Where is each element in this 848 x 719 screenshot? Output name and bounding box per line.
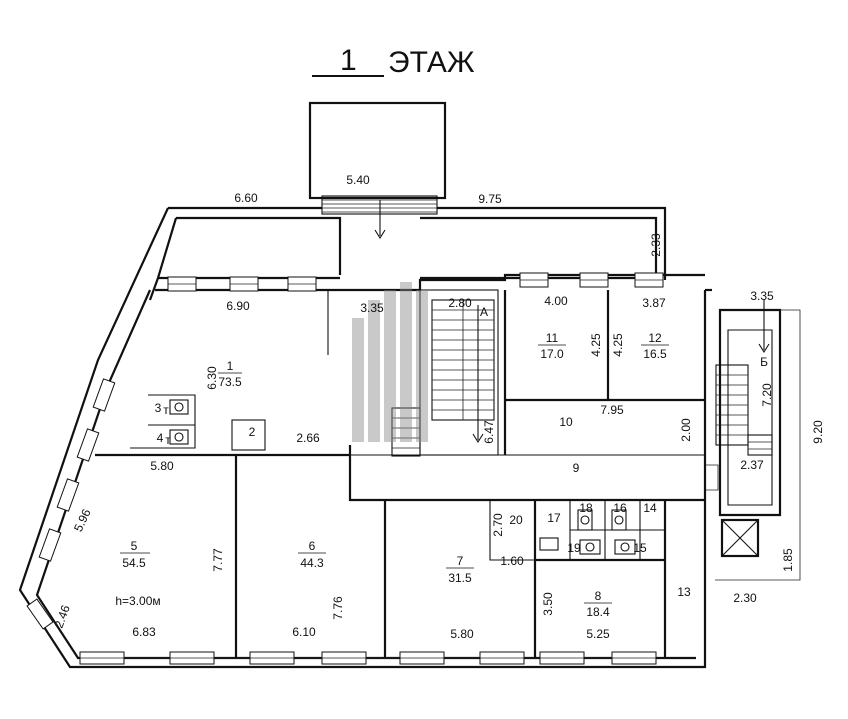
dim-1-60: 1.60: [500, 554, 524, 568]
dim-2-46: 2.46: [52, 603, 73, 630]
dim-9-75: 9.75: [478, 192, 502, 206]
dim-6-10: 6.10: [292, 625, 316, 639]
dim-2-33: 2.33: [649, 233, 663, 257]
room-7-number: 7: [457, 554, 464, 568]
windows-top: [167, 272, 664, 292]
dim-6-47: 6.47: [482, 420, 496, 444]
dim-2-70: 2.70: [491, 513, 505, 537]
room-5-number: 5: [131, 539, 138, 553]
title-floor-label: ЭТАЖ: [388, 46, 475, 79]
room-16-number: 16: [613, 501, 627, 515]
room-18-number: 18: [579, 501, 593, 515]
dim-5-25: 5.25: [586, 627, 610, 641]
room-8-area: 18.4: [586, 605, 610, 619]
room-1-area: 73.5: [218, 375, 242, 389]
dim-3-87: 3.87: [642, 296, 666, 310]
sanitary-fixtures: [169, 399, 636, 555]
dim-5-40: 5.40: [346, 173, 370, 187]
dim-7-95: 7.95: [600, 403, 624, 417]
entrance-annex: [308, 101, 447, 240]
windows-left: [26, 378, 116, 630]
stair-b: [705, 300, 801, 581]
watermark-logo: [352, 282, 428, 442]
room-12-number: 12: [648, 331, 662, 345]
dim-7-20: 7.20: [760, 383, 774, 407]
room-6-number: 6: [309, 539, 316, 553]
dim-2-80: 2.80: [448, 296, 472, 310]
room-8-number: 8: [595, 589, 602, 603]
dim-2-37: 2.37: [740, 458, 764, 472]
dim-6-60: 6.60: [234, 191, 258, 205]
stair-a: [391, 299, 495, 457]
room-labels: 1 73.5 2 3 4 т т 5 54.5 h=3.00м 6 44.3 7…: [115, 305, 768, 619]
dim-4-25-right: 4.25: [611, 333, 625, 357]
dim-5-80-bottom: 5.80: [450, 627, 474, 641]
ceiling-height-note: h=3.00м: [115, 594, 160, 608]
dimension-labels: 6.60 5.40 9.75 2.33 6.90 3.35 2.80 4.00 …: [52, 173, 825, 641]
toilet-mark-3: т: [163, 403, 169, 417]
room-11-area: 17.0: [540, 347, 564, 361]
dim-2-30: 2.30: [733, 591, 757, 605]
room-10-number: 10: [559, 415, 573, 429]
dim-9-20: 9.20: [811, 420, 825, 444]
title-floor-number: 1: [340, 44, 357, 77]
room-11-number: 11: [546, 331, 559, 345]
room-15-number: 15: [633, 541, 647, 555]
room-12-area: 16.5: [643, 347, 667, 361]
room-17-number: 17: [547, 511, 561, 525]
dim-5-96: 5.96: [71, 506, 94, 533]
room-14-number: 14: [643, 501, 657, 515]
dim-2-66: 2.66: [296, 431, 320, 445]
dim-6-90: 6.90: [226, 299, 250, 313]
room-2-number: 2: [249, 425, 256, 439]
room-20-number: 20: [509, 513, 523, 527]
toilet-mark-4: т: [165, 433, 171, 447]
room-6-area: 44.3: [300, 556, 324, 570]
dim-4-25-left: 4.25: [589, 333, 603, 357]
dim-5-80-left: 5.80: [150, 459, 174, 473]
dim-3-35-right: 3.35: [750, 289, 774, 303]
dim-7-76: 7.76: [331, 596, 345, 620]
room-7-area: 31.5: [448, 571, 472, 585]
windows-bottom: [79, 651, 657, 665]
interior-walls: [95, 289, 705, 658]
dim-3-35-left: 3.35: [360, 301, 384, 315]
room-4-number: 4: [157, 431, 164, 445]
stair-a-label: А: [480, 305, 488, 319]
dim-6-83: 6.83: [132, 625, 156, 639]
dim-6-30: 6.30: [205, 366, 219, 390]
room-9-number: 9: [573, 461, 580, 475]
dim-3-50: 3.50: [541, 592, 555, 616]
room-1-number: 1: [227, 359, 234, 373]
room-5-area: 54.5: [122, 556, 146, 570]
dim-4-00: 4.00: [544, 294, 568, 308]
stair-b-label: Б: [760, 355, 768, 369]
dim-2-00: 2.00: [679, 418, 693, 442]
room-19-number: 19: [567, 541, 581, 555]
dim-7-77: 7.77: [211, 548, 225, 572]
room-3-number: 3: [155, 401, 162, 415]
room-13-number: 13: [677, 585, 691, 599]
dim-1-85: 1.85: [781, 548, 795, 572]
